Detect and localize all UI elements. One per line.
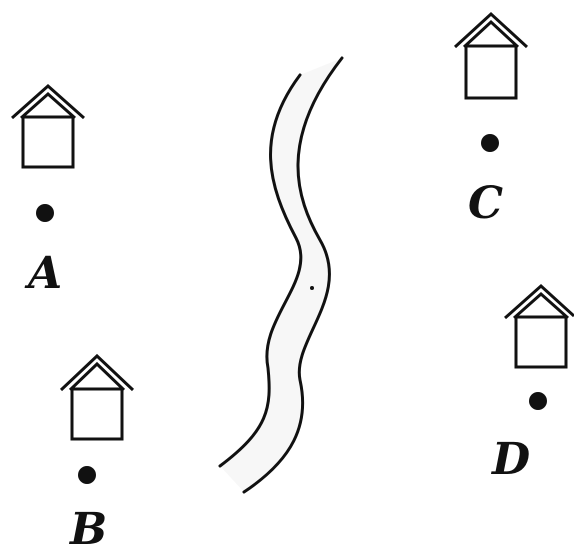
- house-icon: [59, 353, 135, 441]
- river-right-bank: [242, 56, 344, 494]
- house-icon: [11, 83, 85, 169]
- house-b-label: B: [68, 504, 107, 551]
- house-c: C: [453, 11, 529, 229]
- house-a-label: A: [24, 248, 62, 299]
- house-a: A: [11, 83, 85, 299]
- house-b: B: [59, 353, 135, 551]
- river-speck: [310, 286, 314, 290]
- house-c-label: C: [468, 178, 503, 229]
- house-b-dot: [78, 466, 96, 484]
- river-left-bank: [218, 73, 303, 468]
- house-d-label: D: [490, 434, 530, 485]
- house-d: D: [490, 283, 574, 485]
- house-icon: [453, 11, 529, 100]
- house-icon: [504, 283, 574, 369]
- river-icon: [218, 56, 344, 494]
- house-c-dot: [481, 134, 499, 152]
- river-band: [220, 58, 342, 492]
- house-d-dot: [529, 392, 547, 410]
- house-a-dot: [36, 204, 54, 222]
